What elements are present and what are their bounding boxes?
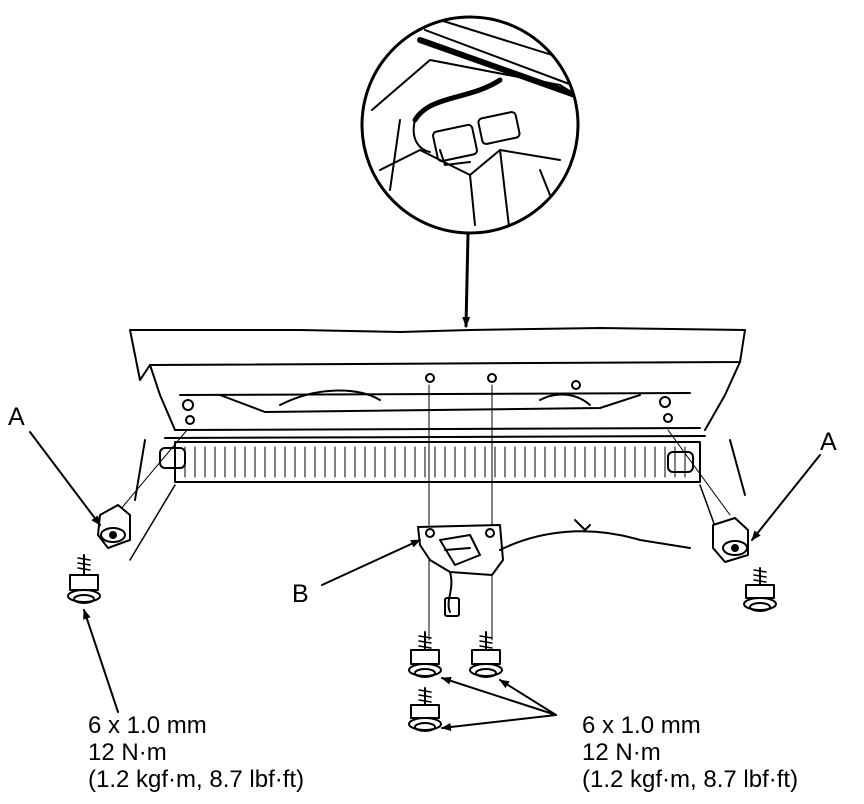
torque-spec-right: 6 x 1.0 mm 12 N·m (1.2 kgf·m, 8.7 lbf·ft…: [582, 712, 798, 793]
torque-text: 12 N·m: [88, 739, 167, 766]
right-condenser-mount: [667, 451, 694, 473]
radiator-support: [129, 327, 746, 501]
leader-arrows: [29, 431, 821, 731]
right-bracket: [712, 517, 749, 563]
torque-alt-text: (1.2 kgf·m, 8.7 lbf·ft): [88, 766, 305, 793]
bolt-size-text: 6 x 1.0 mm: [88, 712, 207, 739]
latch-bolt-lower: [408, 687, 442, 732]
right-bolt: [743, 567, 777, 612]
left-bracket: [97, 504, 131, 549]
callout-a-left: A: [8, 403, 25, 431]
left-bolt: [67, 554, 101, 604]
latch-bolt-upper-right: [469, 631, 503, 678]
callout-a-right: A: [820, 428, 837, 456]
latch-bolt-upper-left: [408, 631, 442, 678]
alignment-lines: [119, 384, 731, 641]
torque-text: 12 N·m: [582, 739, 661, 766]
condenser-core: [129, 441, 721, 561]
hood-latch: [417, 519, 691, 617]
bolt-size-text: 6 x 1.0 mm: [582, 712, 701, 739]
callout-b-latch: B: [292, 580, 309, 608]
mount-holes: [182, 373, 673, 425]
torque-alt-text: (1.2 kgf·m, 8.7 lbf·ft): [582, 766, 799, 793]
torque-spec-left: 6 x 1.0 mm 12 N·m (1.2 kgf·m, 8.7 lbf·ft…: [88, 712, 304, 793]
connector-detail-view: [360, 15, 580, 328]
